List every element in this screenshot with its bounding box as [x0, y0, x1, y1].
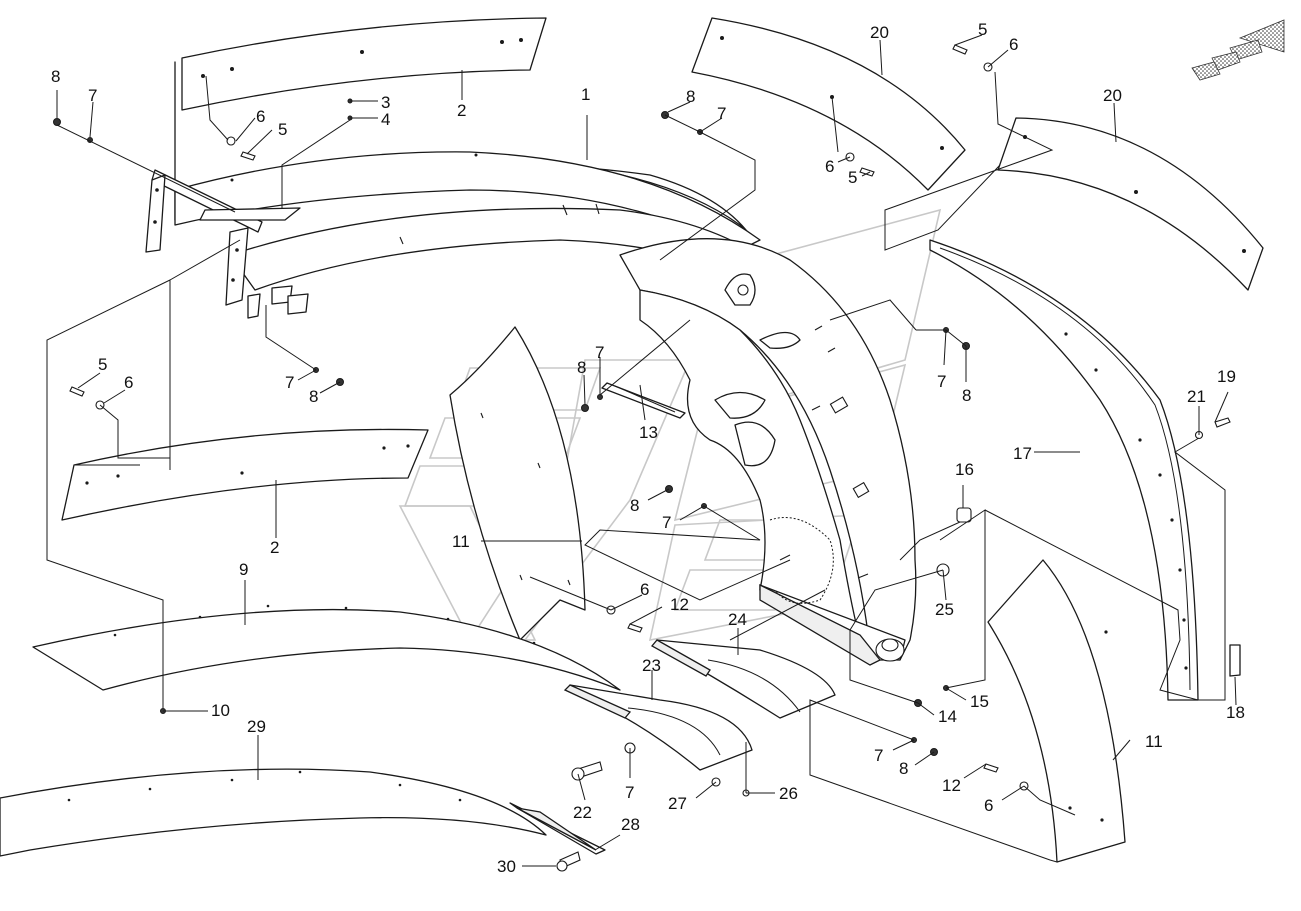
part-23-plate — [563, 684, 753, 771]
callout-12-a: 12 — [670, 595, 689, 614]
callout-21: 21 — [1187, 387, 1206, 406]
part-28-plate — [509, 802, 606, 855]
callout-8-e: 8 — [630, 496, 639, 515]
callout-5-a: 5 — [278, 120, 287, 139]
callout-7-f: 7 — [937, 372, 946, 391]
bracket-left — [145, 169, 309, 319]
callout-1: 1 — [581, 85, 590, 104]
callout-4: 4 — [381, 110, 390, 129]
travel-direction-arrow-icon — [1191, 19, 1285, 81]
callout-13: 13 — [639, 423, 658, 442]
callout-9: 9 — [239, 560, 248, 579]
callout-8-g: 8 — [899, 759, 908, 778]
callout-6-a: 6 — [256, 107, 265, 126]
callout-8-a: 8 — [51, 67, 60, 86]
callout-6-c: 6 — [825, 157, 834, 176]
callout-20-b: 20 — [1103, 86, 1122, 105]
callout-6-e: 6 — [640, 580, 649, 599]
leader-lines — [46, 34, 1237, 867]
callout-7-a: 7 — [88, 86, 97, 105]
callout-29: 29 — [247, 717, 266, 736]
callout-5-d: 5 — [98, 355, 107, 374]
callout-30: 30 — [497, 857, 516, 876]
callouts: 1 2 2 3 4 5 5 5 5 6 6 6 6 6 6 7 7 7 7 7 … — [51, 20, 1245, 876]
callout-8-b: 8 — [686, 87, 695, 106]
callout-19: 19 — [1217, 367, 1236, 386]
part-2-mid-strip — [61, 428, 429, 521]
callout-11-b: 11 — [1145, 732, 1163, 751]
callout-7-e: 7 — [662, 513, 671, 532]
part-9-lower-strip — [32, 604, 621, 691]
callout-6-f: 6 — [984, 796, 993, 815]
callout-24: 24 — [728, 610, 747, 629]
callout-5-c: 5 — [848, 168, 857, 187]
callout-28: 28 — [621, 815, 640, 834]
callout-2-mid: 2 — [270, 538, 279, 557]
callout-17: 17 — [1013, 444, 1032, 463]
callout-27: 27 — [668, 794, 687, 813]
callout-18: 18 — [1226, 703, 1245, 722]
callout-25: 25 — [935, 600, 954, 619]
callout-8-c: 8 — [309, 387, 318, 406]
callout-10: 10 — [211, 701, 230, 720]
callout-7-b: 7 — [717, 104, 726, 123]
callout-8-f: 8 — [962, 386, 971, 405]
part-16-spacer — [956, 507, 972, 523]
part-2-top-strip — [181, 17, 547, 111]
part-24-plate — [650, 639, 836, 719]
callout-12-b: 12 — [942, 776, 961, 795]
callout-6-d: 6 — [124, 373, 133, 392]
part-18-block — [1229, 644, 1241, 677]
callout-16: 16 — [955, 460, 974, 479]
callout-7-g: 7 — [625, 783, 634, 802]
callout-7-c: 7 — [285, 373, 294, 392]
part-20-upper-strip — [691, 17, 966, 191]
part-11-left-panel — [449, 326, 586, 641]
callout-15: 15 — [970, 692, 989, 711]
callout-22: 22 — [573, 803, 592, 822]
callout-20-a: 20 — [870, 23, 889, 42]
callout-7-d: 7 — [595, 343, 604, 362]
part-13-strut — [601, 382, 686, 419]
part-20-right-strip — [997, 117, 1264, 291]
callout-2-top: 2 — [457, 101, 466, 120]
callout-23: 23 — [642, 656, 661, 675]
fender-main-body — [619, 238, 917, 666]
callout-14: 14 — [938, 707, 957, 726]
part-11-right-panel — [987, 559, 1126, 863]
callout-3: 3 — [381, 93, 390, 112]
callout-6-b: 6 — [1009, 35, 1018, 54]
callout-5-b: 5 — [978, 20, 987, 39]
callout-26: 26 — [779, 784, 798, 803]
callout-7-h: 7 — [874, 746, 883, 765]
callout-8-d: 8 — [577, 358, 586, 377]
part-29-bottom-strip — [0, 768, 547, 857]
callout-11-a: 11 — [452, 532, 470, 551]
